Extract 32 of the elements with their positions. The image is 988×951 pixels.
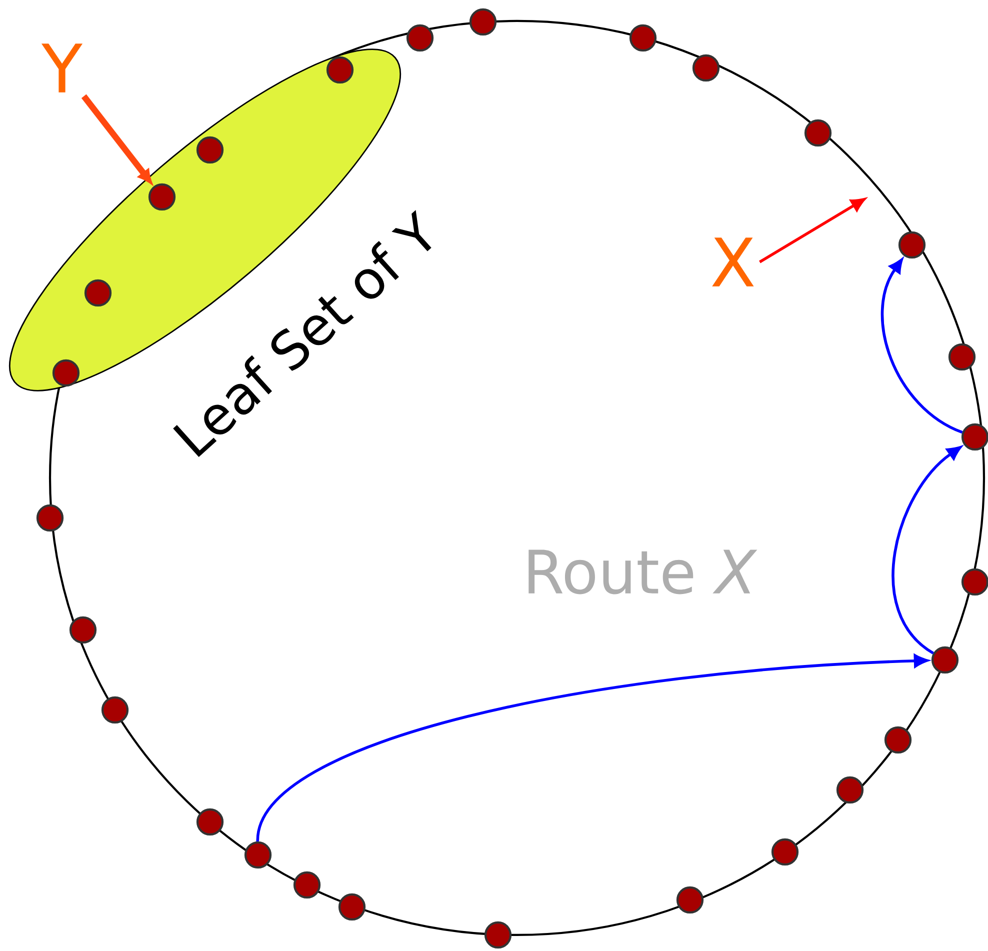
node-dot — [36, 504, 64, 532]
node-dot — [484, 921, 512, 949]
node-dot — [771, 838, 799, 866]
node-dot — [148, 183, 176, 211]
node-dot — [804, 119, 832, 147]
node-dot — [293, 871, 321, 899]
node-dot — [84, 279, 112, 307]
arrow — [880, 258, 963, 434]
node-dot — [676, 886, 704, 914]
node-dot — [629, 24, 657, 52]
node-dot — [692, 54, 720, 82]
node-dot — [196, 808, 224, 836]
node-dot — [326, 56, 354, 84]
node-letter: Y — [41, 44, 83, 92]
arrow — [759, 198, 866, 264]
node-letter: X — [712, 238, 754, 286]
node-dot — [196, 136, 224, 164]
node-dot — [469, 8, 497, 36]
route-label: Route X — [528, 550, 758, 594]
node-dot — [52, 359, 80, 387]
node-dot — [69, 616, 97, 644]
node-dot — [948, 343, 976, 371]
arrow — [892, 446, 962, 654]
node-dot — [101, 696, 129, 724]
node-dot — [931, 646, 959, 674]
arrow — [81, 94, 152, 184]
node-dot — [338, 893, 366, 921]
node-dot — [961, 423, 988, 451]
node-dot — [406, 24, 434, 52]
node-dot — [898, 231, 926, 259]
node-dot — [961, 568, 988, 596]
node-dot — [244, 841, 272, 869]
